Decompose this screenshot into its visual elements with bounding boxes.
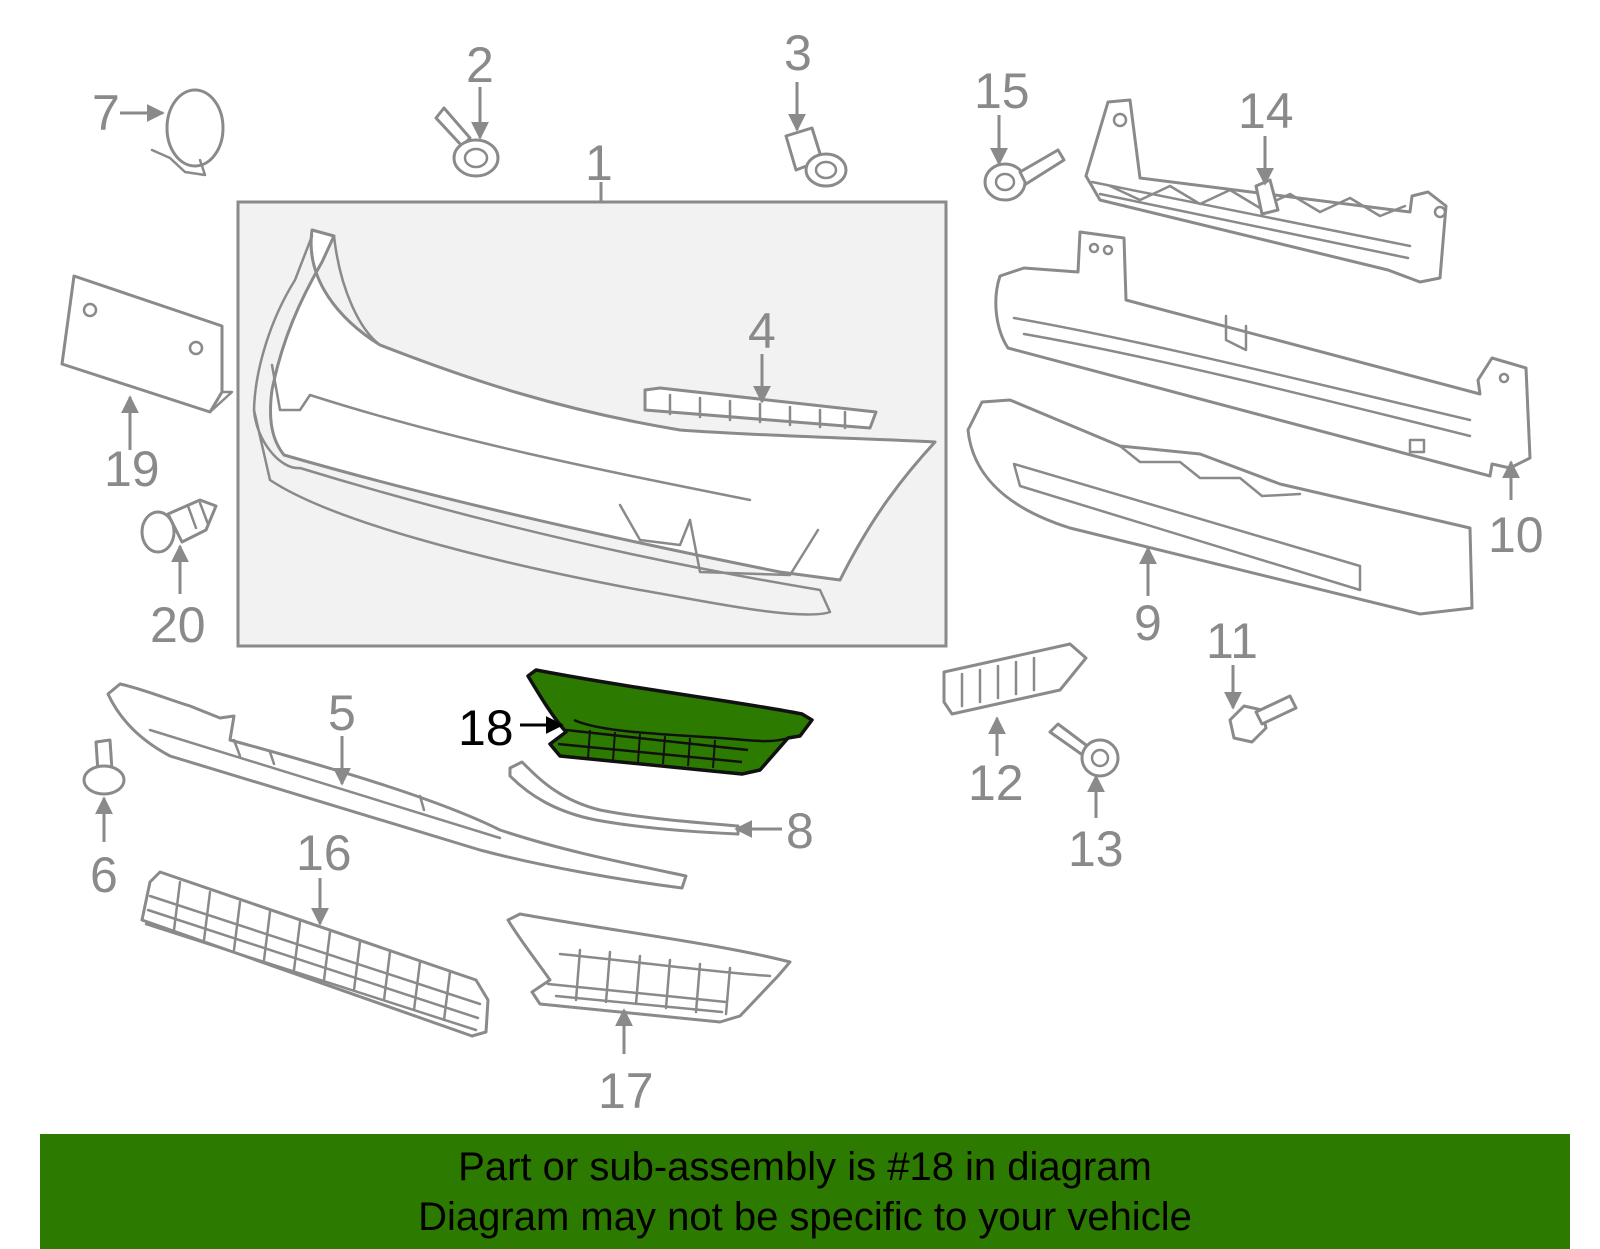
callout-7: 7 xyxy=(92,85,120,141)
part-2-bolt[interactable] xyxy=(434,106,500,178)
part-16-lower-grille[interactable] xyxy=(140,870,490,1038)
callout-4: 4 xyxy=(748,303,776,359)
callout-5: 5 xyxy=(328,685,356,741)
callout-1: 1 xyxy=(585,135,613,191)
part-7-tow-cap[interactable] xyxy=(150,88,225,177)
callout-20: 20 xyxy=(150,597,206,653)
part-1-bumper-cover[interactable] xyxy=(252,228,937,616)
callout-10: 10 xyxy=(1488,507,1544,563)
part-6-screw[interactable] xyxy=(82,738,126,796)
callout-9: 9 xyxy=(1134,595,1162,651)
info-banner: Part or sub-assembly is #18 in diagram D… xyxy=(40,1134,1570,1249)
banner-line-disclaimer: Diagram may not be specific to your vehi… xyxy=(418,1194,1192,1239)
callout-17: 17 xyxy=(598,1063,654,1119)
part-12-side-bracket[interactable] xyxy=(942,642,1088,716)
callout-19: 19 xyxy=(104,441,160,497)
part-18-side-grille-highlighted[interactable] xyxy=(526,668,814,776)
callout-8: 8 xyxy=(786,803,814,859)
part-3-clip[interactable] xyxy=(784,126,848,188)
callout-14: 14 xyxy=(1238,83,1294,139)
callout-6: 6 xyxy=(90,847,118,903)
part-8-trim-strip[interactable] xyxy=(508,760,740,836)
part-4-bracket[interactable] xyxy=(643,386,878,430)
part-20-push-clip[interactable] xyxy=(140,498,218,554)
part-11-bolt[interactable] xyxy=(1228,694,1298,744)
callout-11: 11 xyxy=(1206,613,1258,669)
callout-18: 18 xyxy=(458,700,514,756)
callout-2: 2 xyxy=(466,37,494,93)
banner-line-part: Part or sub-assembly is #18 in diagram xyxy=(458,1144,1152,1189)
part-9-energy-absorber[interactable] xyxy=(966,398,1474,616)
part-10-reinforcement[interactable] xyxy=(994,230,1532,478)
callout-16: 16 xyxy=(296,825,352,881)
part-13-bolt[interactable] xyxy=(1048,722,1120,778)
part-17-side-grille[interactable] xyxy=(506,912,792,1024)
callout-15: 15 xyxy=(974,63,1030,119)
callout-3: 3 xyxy=(784,25,812,81)
part-5-lower-valance[interactable] xyxy=(106,682,688,890)
part-19-license-bracket[interactable] xyxy=(60,274,234,414)
callout-13: 13 xyxy=(1068,821,1124,877)
callout-12: 12 xyxy=(968,755,1024,811)
part-14-upper-rail[interactable] xyxy=(1084,98,1448,284)
part-15-bolt[interactable] xyxy=(983,148,1066,202)
